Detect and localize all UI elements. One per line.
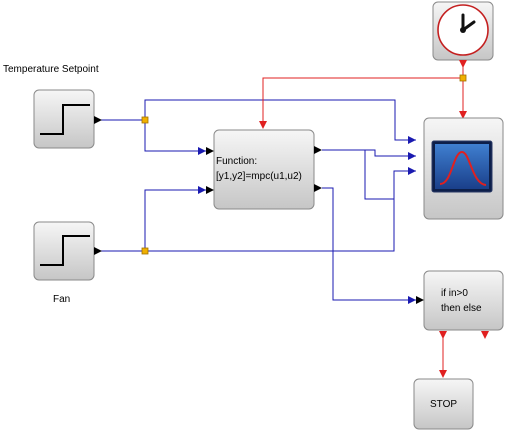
step-block-setpoint[interactable] <box>33 89 102 149</box>
data-arrowheads <box>198 136 416 304</box>
scope-icon <box>431 140 493 193</box>
fan-label: Fan <box>53 294 71 305</box>
step-icon <box>40 104 90 135</box>
step-icon <box>40 235 90 266</box>
input-port <box>416 296 424 304</box>
split-point-setpoint[interactable] <box>141 116 149 124</box>
input-port-1 <box>206 147 214 155</box>
output-port <box>94 116 102 124</box>
link-split-function-in1[interactable] <box>144 120 206 152</box>
link-function-out2-ifelse[interactable] <box>322 187 416 301</box>
ifelse-text-line2: then else <box>441 303 482 314</box>
output-port-2 <box>314 184 322 192</box>
step-block-fan[interactable] <box>33 221 102 281</box>
split-point-clock[interactable] <box>459 74 467 82</box>
link-split-scope-in1[interactable] <box>144 99 416 141</box>
stop-label: STOP <box>430 399 458 410</box>
then-event-port <box>439 331 447 339</box>
link-function-out1-scope-b[interactable] <box>322 149 416 157</box>
ifelse-block[interactable] <box>416 270 504 339</box>
link-split-function-event[interactable] <box>262 77 463 122</box>
output-port <box>94 247 102 255</box>
output-port-1 <box>314 146 322 154</box>
function-text-line2: [y1,y2]=mpc(u1,u2) <box>216 171 302 182</box>
event-arrowheads <box>259 111 467 378</box>
else-event-port <box>481 331 489 339</box>
clock-icon <box>437 4 489 56</box>
function-text: Function: [y1,y2]=mpc(u1,u2) <box>216 154 302 184</box>
function-text-line1: Function: <box>216 156 258 167</box>
scope-block[interactable] <box>423 117 504 220</box>
stop-block[interactable] <box>413 378 474 430</box>
clock-block[interactable] <box>432 1 494 68</box>
function-block[interactable] <box>206 129 322 210</box>
setpoint-label: Temperature Setpoint <box>3 64 99 75</box>
ifelse-text: if in>0 then else <box>441 286 482 316</box>
split-point-fan[interactable] <box>141 247 149 255</box>
ifelse-text-line1: if in>0 <box>441 288 468 299</box>
link-split-function-in2[interactable] <box>144 189 206 251</box>
link-split-scope-in3[interactable] <box>145 170 416 252</box>
data-links <box>98 99 416 301</box>
input-port-2 <box>206 186 214 194</box>
event-output-port <box>459 60 467 68</box>
